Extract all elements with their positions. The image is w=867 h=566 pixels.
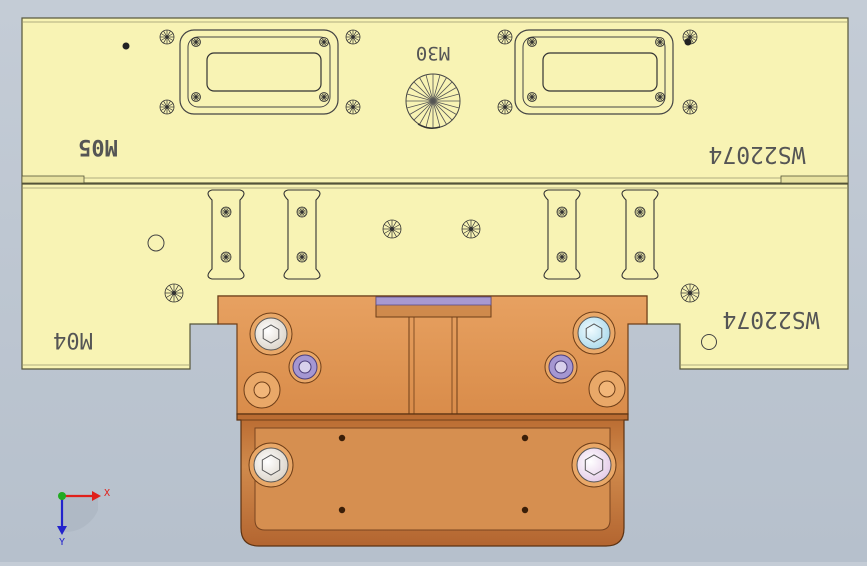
label-m05: M05 xyxy=(78,134,118,159)
label-m04: M04 xyxy=(53,327,93,352)
dowel-pin-icon xyxy=(588,370,626,408)
fastener-icon xyxy=(556,251,568,263)
clamp-slot xyxy=(207,189,245,280)
fastener-icon xyxy=(319,37,329,47)
locating-bushing-icon xyxy=(288,350,322,384)
cap-screw-icon xyxy=(571,442,617,488)
label-ws22074-mid: WS22074 xyxy=(723,306,820,332)
axis-x-label: X xyxy=(104,488,110,499)
clamp-slot xyxy=(543,189,581,280)
pin-hole xyxy=(122,42,130,50)
fastener-icon xyxy=(164,283,184,303)
fastener-icon xyxy=(527,92,537,102)
middle-plate-fasteners xyxy=(164,219,700,303)
fastener-icon xyxy=(220,206,232,218)
cap-screws xyxy=(243,311,626,488)
fastener-icon xyxy=(527,37,537,47)
fastener-icon xyxy=(461,219,481,239)
left-window-frame xyxy=(179,29,339,115)
label-m30: M30 xyxy=(416,42,450,64)
fastener-icon xyxy=(345,29,361,45)
top-key-slot xyxy=(375,296,492,306)
fastener-icon xyxy=(655,92,665,102)
top-plate-fasteners xyxy=(159,29,698,115)
fastener-icon xyxy=(159,29,175,45)
fastener-icon xyxy=(191,37,201,47)
axis-triad: X Y xyxy=(57,488,110,548)
fastener-icon xyxy=(382,219,402,239)
fastener-icon xyxy=(682,99,698,115)
fastener-icon xyxy=(296,206,308,218)
clamp-block[interactable] xyxy=(217,295,648,415)
clamp-slots xyxy=(207,189,659,280)
fastener-icon xyxy=(497,99,513,115)
m30-dial xyxy=(405,73,461,129)
fastener-icon xyxy=(680,283,700,303)
axis-y-label: Y xyxy=(59,537,65,548)
fastener-icon xyxy=(497,29,513,45)
clamp-slot xyxy=(283,189,321,280)
fastener-icon xyxy=(159,99,175,115)
fastener-icon xyxy=(296,251,308,263)
fastener-icon xyxy=(220,251,232,263)
cap-screw-icon xyxy=(572,311,616,355)
fastener-icon xyxy=(345,99,361,115)
fastener-icon xyxy=(556,206,568,218)
locating-bushing-icon xyxy=(544,350,578,384)
fastener-icon xyxy=(634,251,646,263)
right-window-frame xyxy=(514,29,674,115)
dowel-hole-right xyxy=(701,334,717,350)
pin-hole xyxy=(684,38,692,46)
fastener-icon xyxy=(319,92,329,102)
fastener-icon xyxy=(634,206,646,218)
cap-screw-icon xyxy=(249,312,293,356)
label-ws22074-top: WS22074 xyxy=(709,141,806,167)
clamp-slot xyxy=(621,189,659,280)
fastener-icon xyxy=(191,92,201,102)
cap-screw-icon xyxy=(248,442,294,488)
dowel-pin-icon xyxy=(243,371,281,409)
dowel-hole-left xyxy=(147,234,165,252)
lower-jaw-holes xyxy=(338,434,529,514)
lower-jaw[interactable] xyxy=(236,413,629,547)
fastener-icon xyxy=(655,37,665,47)
